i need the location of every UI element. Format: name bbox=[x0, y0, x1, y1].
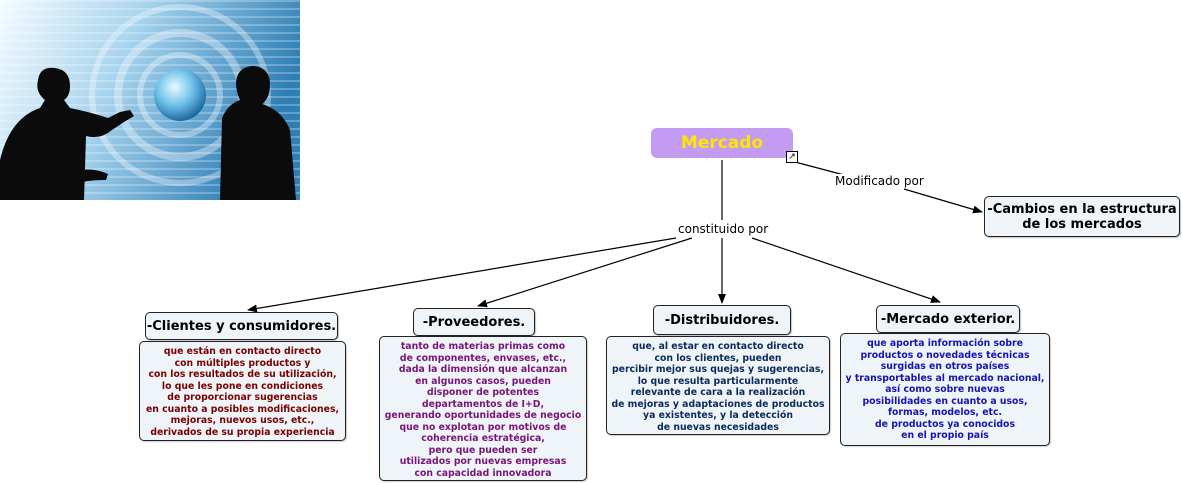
description-exterior-line: posibilidades en cuanto a usos, bbox=[862, 395, 1028, 407]
description-exterior-line: formas, modelos, etc. bbox=[888, 407, 1002, 418]
description-clientes-line: mejoras, nuevos usos, etc., bbox=[170, 415, 315, 426]
description-distribuidores-line: lo que resulta particularmente bbox=[637, 375, 799, 387]
business-meeting-image bbox=[0, 0, 300, 200]
description-proveedores[interactable]: tanto de materias primas como de compone… bbox=[379, 336, 587, 481]
description-clientes-line: con los resultados de su utilización, bbox=[148, 369, 337, 380]
concept-clientes[interactable]: -Clientes y consumidores. bbox=[145, 312, 338, 340]
description-proveedores-line: dada la dimensión que alcanzan bbox=[398, 364, 568, 375]
description-clientes-line: que están en contacto directo bbox=[163, 346, 322, 357]
description-clientes-line: en cuanto a posibles modificaciones, bbox=[145, 403, 340, 415]
description-distribuidores-line: percibir mejor sus quejas y sugerencias, bbox=[612, 364, 824, 375]
edge-to-exterior bbox=[751, 237, 941, 303]
concept-mercado-label: Mercado bbox=[680, 133, 764, 153]
description-clientes-line: de proporcionar sugerencias bbox=[167, 392, 318, 403]
description-exterior-line: surgidas en otros países bbox=[880, 361, 1010, 372]
description-proveedores-line: de componentes, envases, etc., bbox=[399, 352, 567, 364]
link-modificado-por: Modificado por bbox=[833, 174, 926, 188]
description-proveedores-line: coherencia estratégica, bbox=[421, 433, 545, 444]
description-exterior-line: en el propio país bbox=[901, 430, 989, 441]
description-exterior-line: productos o novedades técnicas bbox=[860, 349, 1030, 361]
description-proveedores-line: generando oportunidades de negocio bbox=[384, 410, 582, 421]
description-clientes-line: derivados de su propia experiencia bbox=[150, 426, 335, 438]
description-clientes-line: con múltiples productos y bbox=[174, 357, 311, 369]
external-link-icon[interactable]: ↗ bbox=[786, 151, 798, 163]
description-clientes-line: lo que les pone en condiciones bbox=[161, 380, 324, 392]
edge-modificado-to-cambios bbox=[903, 188, 983, 214]
description-proveedores-line: tanto de materias primas como bbox=[400, 341, 566, 352]
description-distribuidores-line: de nuevas necesidades bbox=[657, 421, 779, 433]
description-proveedores-line: pero que pueden ser bbox=[428, 444, 538, 456]
concept-distribuidores[interactable]: -Distribuidores. bbox=[653, 305, 791, 335]
concept-mercado-exterior-label: -Mercado exterior. bbox=[880, 311, 1016, 327]
edge-to-proveedores bbox=[477, 237, 693, 308]
concept-proveedores-label: -Proveedores. bbox=[422, 314, 526, 330]
edge-root-to-modificado bbox=[794, 161, 849, 177]
description-exterior-line: y transportables al mercado nacional, bbox=[845, 372, 1045, 384]
description-distribuidores-line: con los clientes, pueden bbox=[654, 352, 782, 364]
concept-mercado-exterior[interactable]: -Mercado exterior. bbox=[876, 305, 1020, 333]
description-proveedores-line: en algunos casos, pueden bbox=[415, 375, 551, 387]
description-mercado-exterior[interactable]: que aporta información sobre productos o… bbox=[840, 333, 1050, 446]
description-proveedores-line: disponer de potentes bbox=[426, 387, 540, 398]
description-distribuidores-line: ya existentes, y la detección bbox=[643, 410, 793, 421]
description-exterior-line: así como sobre nuevas bbox=[885, 384, 1005, 395]
concept-cambios-line-1: -Cambios en la estructura bbox=[987, 201, 1177, 217]
concept-distribuidores-label: -Distribuidores. bbox=[664, 312, 780, 328]
description-proveedores-line: departamentos de I+D, bbox=[421, 398, 545, 410]
description-distribuidores-line: de mejoras y adaptaciones de productos bbox=[611, 398, 825, 410]
link-constituido-por: constituido por bbox=[676, 222, 771, 236]
concept-proveedores[interactable]: -Proveedores. bbox=[413, 308, 535, 336]
concept-cambios-estructura[interactable]: -Cambios en la estructura de los mercado… bbox=[984, 196, 1180, 237]
concept-cambios-line-2: de los mercados bbox=[1022, 216, 1142, 232]
description-proveedores-line: que no explotan por motivos de bbox=[399, 421, 567, 433]
concept-mercado[interactable]: Mercado bbox=[651, 128, 793, 158]
description-distribuidores[interactable]: que, al estar en contacto directo con lo… bbox=[606, 336, 830, 435]
description-distribuidores-line: relevante de cara a la realización bbox=[630, 387, 806, 398]
description-exterior-line: que aporta información sobre bbox=[867, 338, 1023, 349]
description-exterior-line: de productos ya conocidos bbox=[875, 418, 1015, 430]
concept-clientes-label: -Clientes y consumidores. bbox=[146, 318, 337, 334]
description-clientes[interactable]: que están en contacto directo con múltip… bbox=[139, 341, 346, 441]
description-distribuidores-line: que, al estar en contacto directo bbox=[632, 341, 804, 352]
description-proveedores-line: con capacidad innovadora bbox=[414, 467, 552, 479]
description-proveedores-line: utilizados por nuevas empresas bbox=[399, 456, 567, 467]
edge-to-clientes bbox=[247, 237, 677, 313]
